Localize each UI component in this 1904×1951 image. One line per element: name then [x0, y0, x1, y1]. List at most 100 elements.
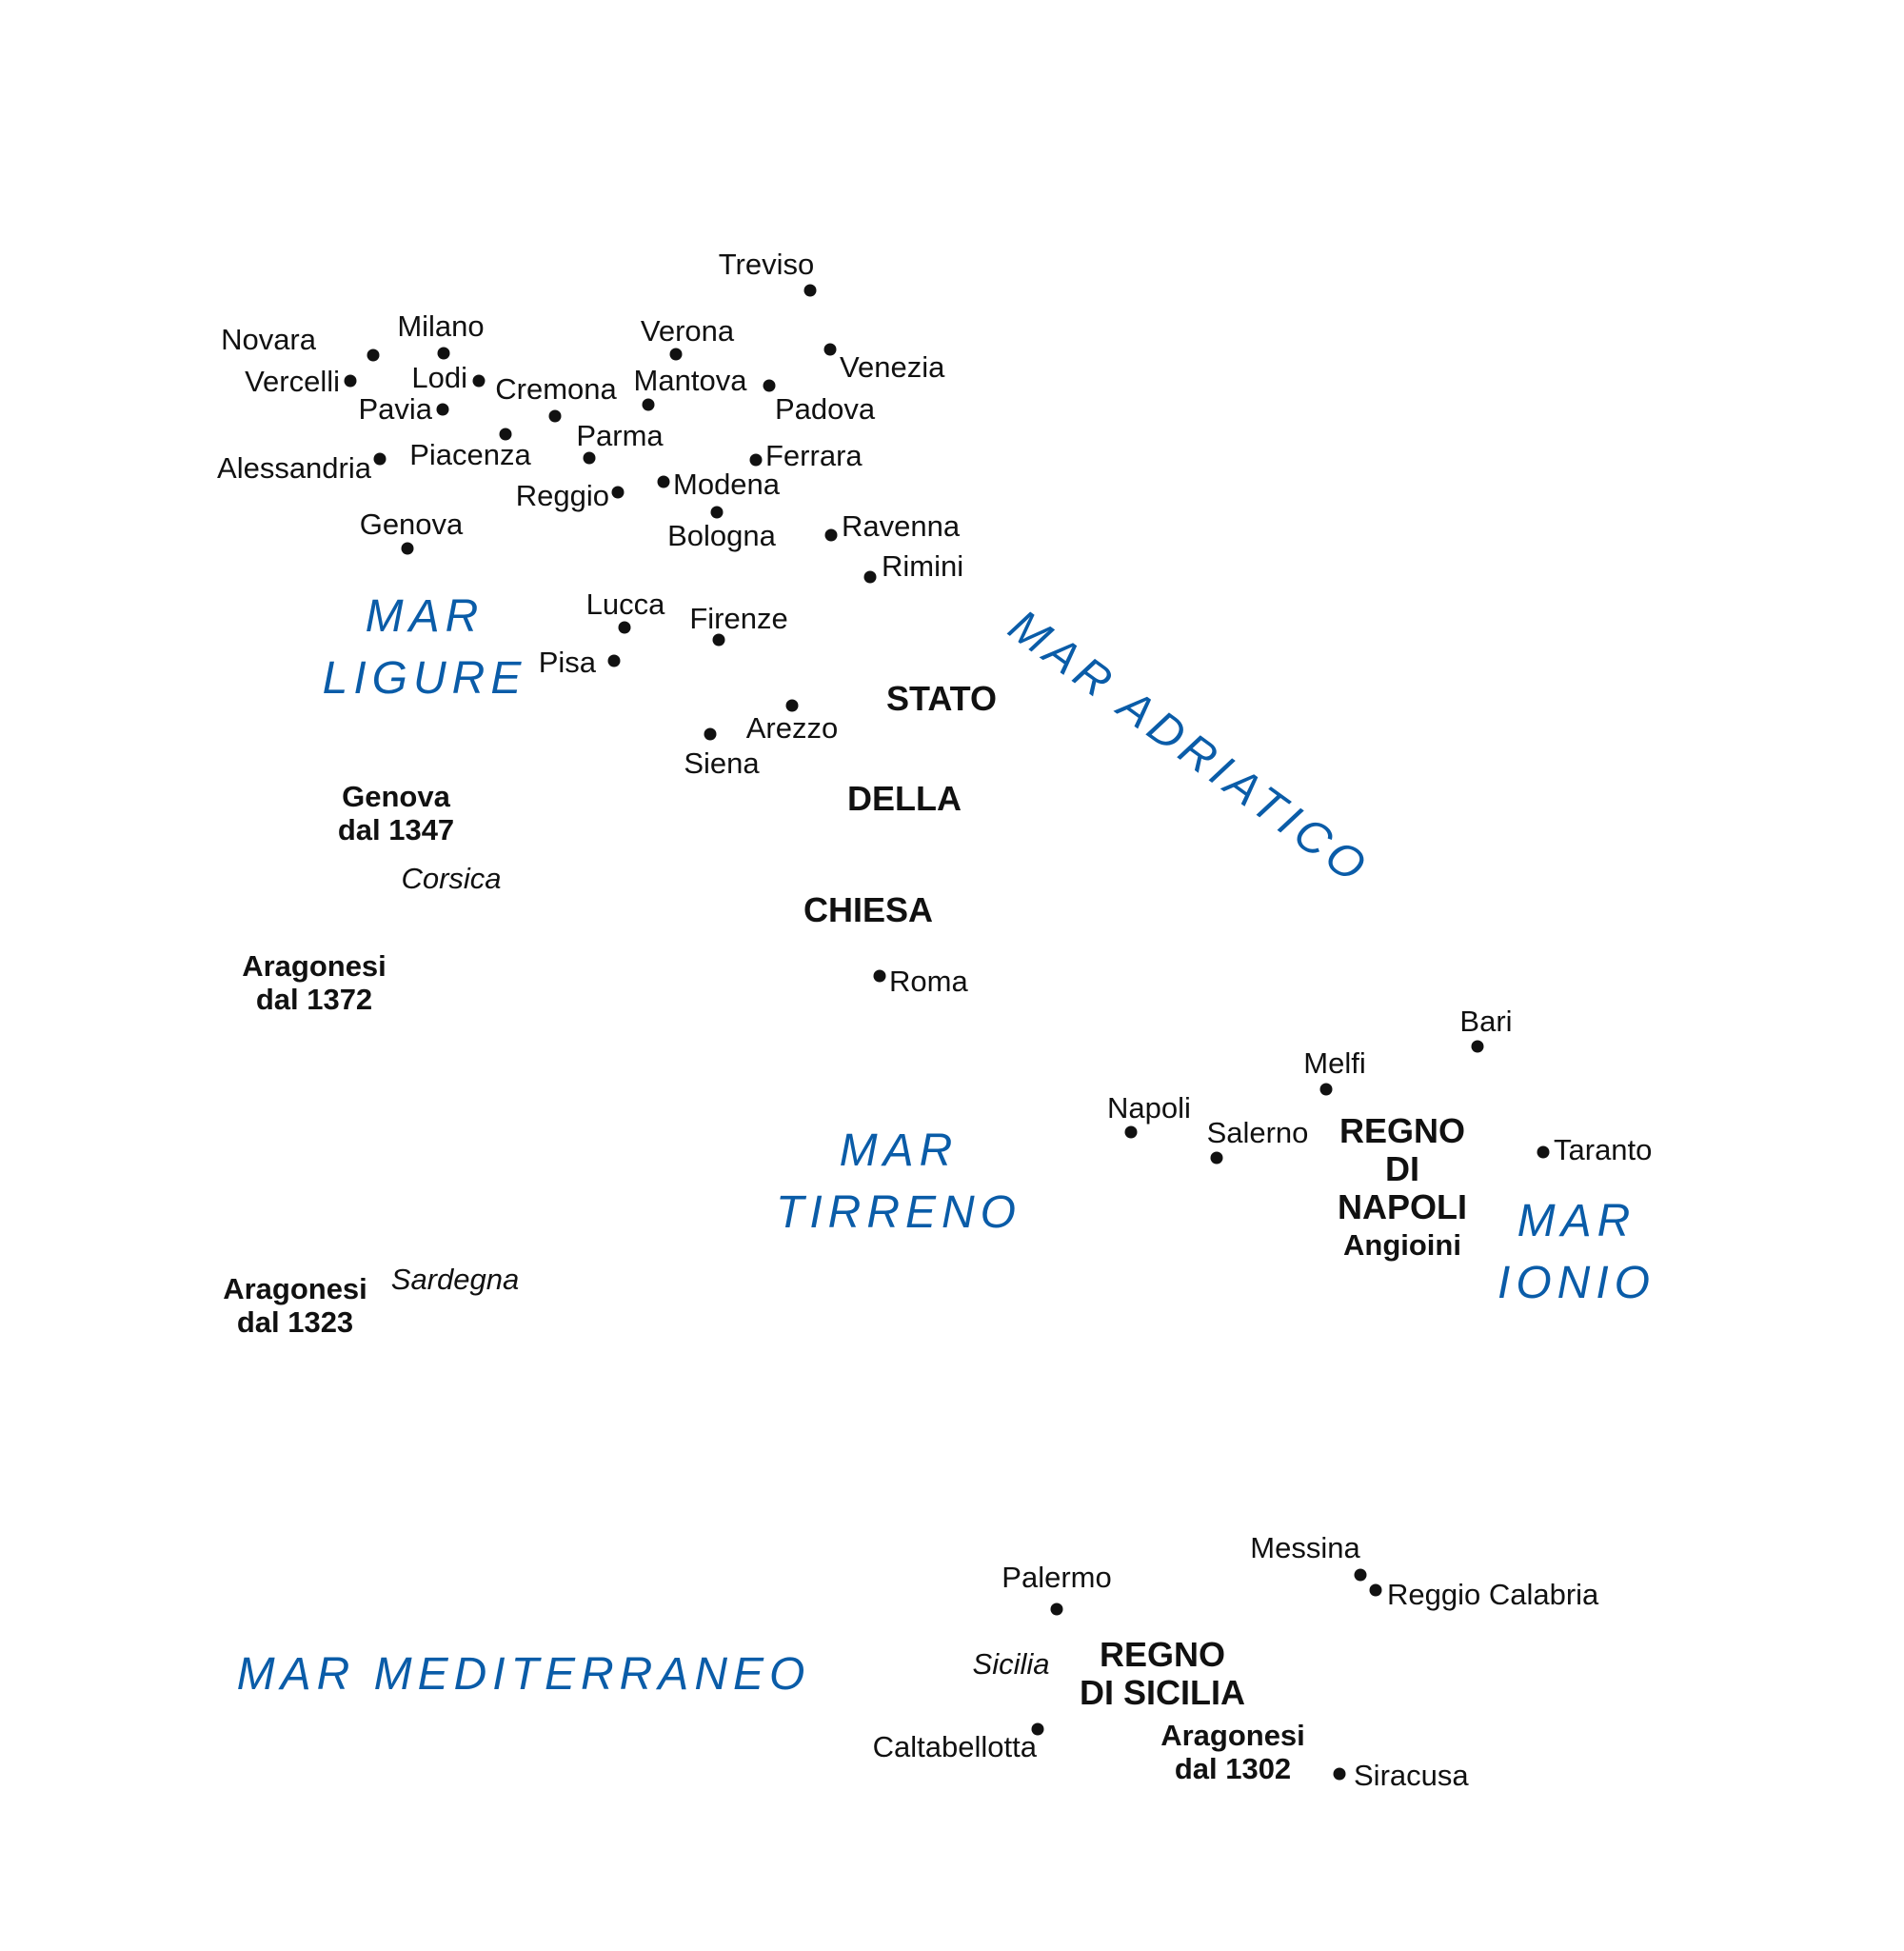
city-label-novara: Novara	[221, 323, 317, 356]
city-label-firenze: Firenze	[689, 602, 787, 635]
city-dot-pavia	[436, 403, 449, 416]
city-label-melfi: Melfi	[1303, 1046, 1365, 1080]
city-mantova: Mantova	[634, 364, 748, 411]
city-dot-salerno	[1210, 1151, 1223, 1165]
city-dot-taranto	[1537, 1145, 1550, 1159]
city-dot-firenze	[712, 633, 725, 647]
city-taranto: Taranto	[1537, 1133, 1652, 1166]
city-label-reggio-calabria: Reggio Calabria	[1387, 1578, 1599, 1611]
city-label-reggio: Reggio	[516, 479, 609, 512]
island-label-corsica: Corsica	[401, 862, 501, 895]
city-salerno: Salerno	[1207, 1116, 1309, 1165]
city-reggio-calabria: Reggio Calabria	[1369, 1578, 1599, 1611]
city-dot-milano	[437, 347, 450, 360]
city-label-genova: Genova	[360, 508, 464, 541]
city-palermo: Palermo	[1002, 1561, 1112, 1616]
city-dot-ravenna	[824, 528, 838, 542]
city-novara: Novara	[221, 323, 380, 362]
city-siracusa: Siracusa	[1333, 1759, 1469, 1792]
city-label-milano: Milano	[397, 309, 484, 343]
region-label-chiesa: CHIESA	[803, 890, 933, 929]
city-verona: Verona	[641, 314, 735, 361]
city-treviso: Treviso	[719, 248, 817, 297]
city-dot-pisa	[607, 654, 621, 667]
city-dot-arezzo	[785, 699, 799, 712]
city-label-napoli: Napoli	[1107, 1091, 1191, 1125]
city-cremona: Cremona	[495, 372, 618, 423]
city-firenze: Firenze	[689, 602, 788, 647]
city-dot-ferrara	[749, 453, 763, 467]
city-label-roma: Roma	[889, 965, 968, 998]
city-ravenna: Ravenna	[824, 509, 961, 543]
city-label-mantova: Mantova	[634, 364, 748, 397]
city-venezia: Venezia	[823, 343, 945, 384]
city-dot-napoli	[1124, 1125, 1138, 1139]
city-dot-cremona	[548, 409, 562, 423]
city-label-parma: Parma	[576, 419, 664, 452]
city-dot-roma	[873, 969, 886, 983]
city-parma: Parma	[576, 419, 664, 465]
city-label-siracusa: Siracusa	[1354, 1759, 1469, 1792]
city-label-pavia: Pavia	[358, 392, 432, 426]
city-dot-venezia	[823, 343, 837, 356]
city-siena: Siena	[684, 727, 760, 780]
city-label-bologna: Bologna	[667, 519, 777, 552]
city-dot-treviso	[803, 284, 817, 297]
city-pisa: Pisa	[539, 646, 621, 679]
region-label-stato: STATO	[886, 679, 997, 718]
city-label-ferrara: Ferrara	[765, 439, 863, 472]
city-modena: Modena	[657, 468, 781, 501]
city-dot-bologna	[710, 506, 724, 519]
city-pavia: Pavia	[358, 392, 449, 426]
region-label-angioini: Angioini	[1343, 1228, 1461, 1262]
city-label-cremona: Cremona	[495, 372, 617, 406]
city-label-vercelli: Vercelli	[245, 365, 340, 398]
city-dot-palermo	[1050, 1603, 1063, 1616]
city-dot-melfi	[1319, 1083, 1333, 1096]
city-reggio: Reggio	[516, 479, 625, 512]
region-label-della: DELLA	[847, 779, 962, 818]
city-dot-caltabellotta	[1031, 1722, 1044, 1736]
city-dot-siracusa	[1333, 1767, 1346, 1781]
city-lodi: Lodi	[411, 361, 486, 394]
city-label-salerno: Salerno	[1207, 1116, 1309, 1149]
city-label-caltabellotta: Caltabellotta	[873, 1730, 1038, 1763]
city-dot-mantova	[642, 398, 655, 411]
city-piacenza: Piacenza	[409, 428, 532, 471]
city-label-bari: Bari	[1459, 1005, 1512, 1038]
city-dot-modena	[657, 475, 670, 488]
city-label-treviso: Treviso	[719, 248, 814, 281]
city-label-siena: Siena	[684, 747, 760, 780]
city-label-palermo: Palermo	[1002, 1561, 1111, 1594]
city-dot-lucca	[618, 621, 631, 634]
city-dot-reggio-calabria	[1369, 1583, 1382, 1597]
city-dot-parma	[583, 451, 596, 465]
city-melfi: Melfi	[1303, 1046, 1366, 1096]
city-milano: Milano	[397, 309, 485, 360]
city-label-lucca: Lucca	[586, 587, 665, 621]
city-label-modena: Modena	[673, 468, 781, 501]
city-label-arezzo: Arezzo	[746, 711, 838, 745]
city-arezzo: Arezzo	[746, 699, 838, 745]
city-label-venezia: Venezia	[840, 350, 945, 384]
city-dot-lodi	[472, 374, 486, 388]
sea-label-mar-mediterraneo: MAR MEDITERRANEO	[237, 1649, 811, 1700]
city-dot-rimini	[863, 570, 877, 584]
city-bologna: Bologna	[667, 506, 777, 552]
city-padova: Padova	[763, 379, 876, 426]
city-label-piacenza: Piacenza	[409, 438, 531, 471]
city-caltabellotta: Caltabellotta	[873, 1722, 1044, 1763]
city-dot-novara	[367, 348, 380, 362]
city-alessandria: Alessandria	[217, 451, 387, 485]
city-label-messina: Messina	[1250, 1531, 1360, 1564]
